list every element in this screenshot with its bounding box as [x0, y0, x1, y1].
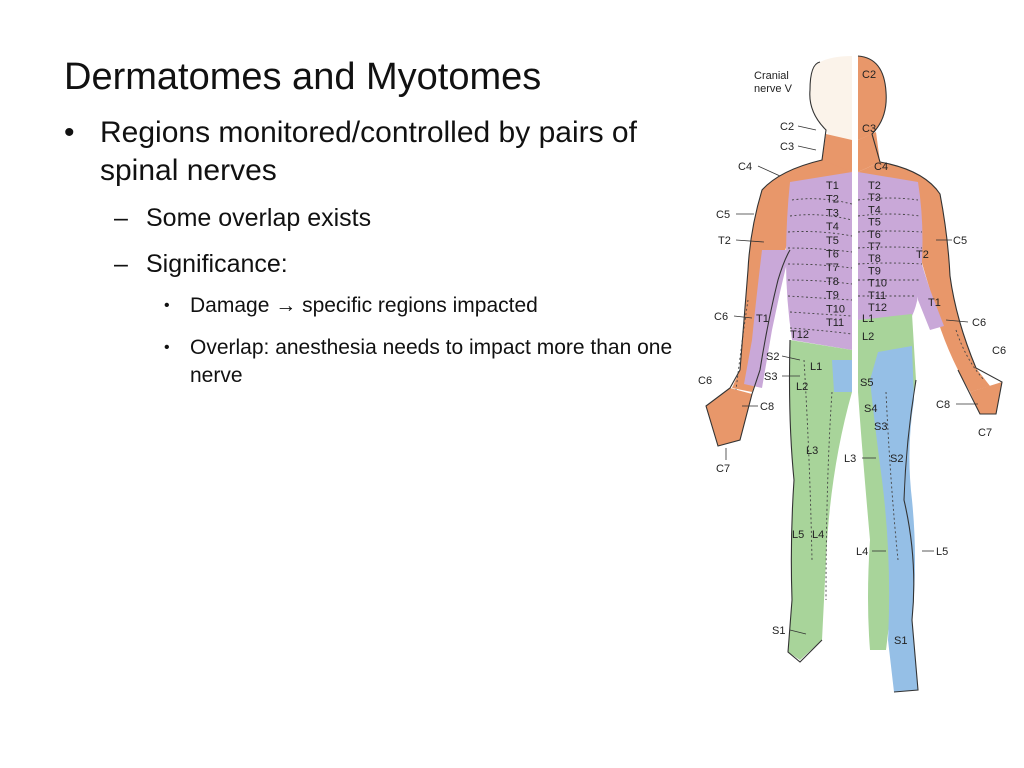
label-c6-left-arm: C6	[714, 311, 728, 323]
label-s3-center: S3	[874, 421, 887, 433]
label-c4-right: C4	[874, 161, 888, 173]
thoracic-label-right: T4	[868, 204, 881, 216]
thoracic-label-right: T8	[868, 253, 881, 265]
label-c2-top: C2	[862, 69, 876, 81]
label-s2-right-leg: S2	[890, 453, 903, 465]
bullet-list: • Regions monitored/controlled by pairs …	[64, 114, 684, 390]
bullet-mark: •	[164, 297, 170, 314]
bullet-text: Significance:	[146, 250, 288, 278]
bullet-text: Regions monitored/controlled by pairs of…	[100, 116, 637, 187]
thoracic-label-left: T6	[826, 249, 839, 261]
label-t1-right: T1	[928, 297, 941, 309]
label-c7-left: C7	[716, 463, 730, 475]
thoracic-label-left: T4	[826, 221, 839, 233]
label-cranial-1: Cranial	[754, 70, 789, 82]
label-s3-left: S3	[764, 371, 777, 383]
label-s5-center: S5	[860, 377, 873, 389]
thoracic-label-left: T1	[826, 180, 839, 192]
bullet-text: specific regions impacted	[302, 294, 538, 317]
label-l4-right: L4	[856, 546, 868, 558]
figure-labels: Cranial nerve V C2 C2 C3 C3 C4 C4 C5 T2 …	[698, 69, 1006, 647]
label-t1-left: T1	[756, 313, 769, 325]
label-s1-right: S1	[894, 635, 907, 647]
dash-mark: –	[114, 204, 128, 232]
label-s2-left: S2	[766, 351, 779, 363]
label-l5-right: L5	[936, 546, 948, 558]
bullet-mark: •	[64, 116, 75, 149]
thoracic-label-left: T5	[826, 235, 839, 247]
thoracic-label-left: T8	[826, 276, 839, 288]
label-l2-left: L2	[796, 381, 808, 393]
label-c4-left: C4	[738, 161, 752, 173]
bullet-level1: • Regions monitored/controlled by pairs …	[64, 114, 684, 190]
label-l3-right: L3	[844, 453, 856, 465]
thoracic-label-right: T9	[868, 265, 881, 277]
thoracic-label-left: T9	[826, 290, 839, 302]
thoracic-label-right: T12	[868, 302, 887, 314]
bullet-prefix: Damage	[190, 294, 270, 317]
bullet-level3: • Damage → specific regions impacted	[64, 292, 684, 320]
label-l4-left: L4	[812, 529, 824, 541]
label-c6-left-hand: C6	[698, 375, 712, 387]
label-c5-left: C5	[716, 209, 730, 221]
label-t2-right: T2	[916, 249, 929, 261]
thoracic-label-right: T10	[868, 278, 887, 290]
label-c6-right-arm: C6	[972, 317, 986, 329]
thoracic-label-right: T7	[868, 241, 881, 253]
bullet-level2: – Some overlap exists	[64, 202, 684, 234]
bullet-text: Overlap: anesthesia needs to impact more…	[190, 336, 673, 387]
label-l2-right: L2	[862, 331, 874, 343]
label-l1-right: L1	[862, 313, 874, 325]
thoracic-label-right: T2	[868, 180, 881, 192]
label-c2-left: C2	[780, 121, 794, 133]
label-l5-left: L5	[792, 529, 804, 541]
label-s1-left: S1	[772, 625, 785, 637]
label-c7-right: C7	[978, 427, 992, 439]
thoracic-label-left: T10	[826, 303, 845, 315]
label-t12-left: T12	[790, 329, 809, 341]
label-l1-left: L1	[810, 361, 822, 373]
dermatome-figure: Cranial nerve V C2 C2 C3 C3 C4 C4 C5 T2 …	[698, 52, 1006, 698]
slide-title: Dermatomes and Myotomes	[64, 56, 542, 98]
thoracic-label-left: T11	[826, 317, 844, 329]
dash-mark: –	[114, 250, 128, 278]
thoracic-label-right: T11	[868, 290, 886, 302]
label-c8-left: C8	[760, 401, 774, 413]
thoracic-label-left: T7	[826, 262, 839, 274]
bullet-level3: • Overlap: anesthesia needs to impact mo…	[64, 334, 684, 390]
label-c6-right-hand: C6	[992, 345, 1006, 357]
label-cranial-2: nerve V	[754, 83, 793, 95]
label-s4-center: S4	[864, 403, 877, 415]
thoracic-label-left: T2	[826, 194, 839, 206]
label-t2-left: T2	[718, 235, 731, 247]
bullet-level2: – Significance:	[64, 248, 684, 280]
label-c5-right: C5	[953, 235, 967, 247]
thoracic-label-right: T6	[868, 229, 881, 241]
thoracic-label-left: T3	[826, 207, 839, 219]
label-c8-right: C8	[936, 399, 950, 411]
bullet-text: Some overlap exists	[146, 204, 372, 232]
thoracic-label-right: T3	[868, 192, 881, 204]
label-l3-left: L3	[806, 445, 818, 457]
bullet-mark: •	[164, 339, 170, 356]
arrow-right-icon: →	[275, 294, 297, 317]
label-c3-right: C3	[862, 123, 876, 135]
label-c3-left: C3	[780, 141, 794, 153]
thoracic-label-right: T5	[868, 217, 881, 229]
